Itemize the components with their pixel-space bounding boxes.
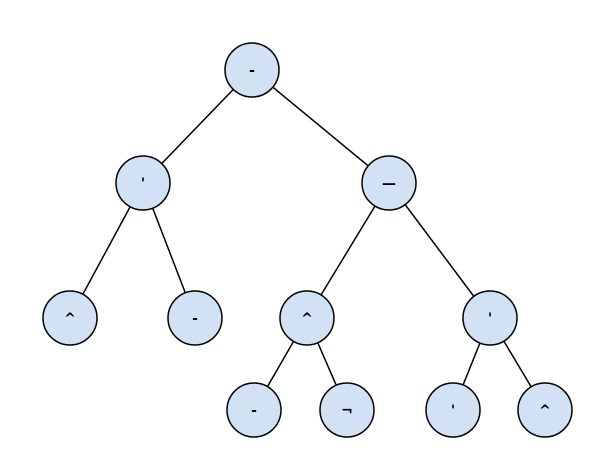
tree-node-rl: ^ xyxy=(279,290,335,346)
node-label: — xyxy=(382,176,396,192)
node-circle xyxy=(517,382,573,438)
tree-node-l: ' xyxy=(115,155,171,211)
node-circle xyxy=(115,155,171,211)
node-circle xyxy=(224,42,280,98)
node-circle xyxy=(226,382,282,438)
node-circle xyxy=(167,290,223,346)
tree-node-rrl: ' xyxy=(425,382,481,438)
tree-node-r: — xyxy=(361,155,417,211)
tree-node-rlr: ¬ xyxy=(319,382,375,438)
node-label: ^ xyxy=(301,311,313,327)
node-label: ' xyxy=(141,176,145,192)
tree-edge-r-rr xyxy=(388,182,491,319)
node-circle xyxy=(319,382,375,438)
tree-node-lr: - xyxy=(167,290,223,346)
node-label: ^ xyxy=(64,311,76,327)
node-label: - xyxy=(251,403,257,419)
tree-edge-root-r xyxy=(251,69,390,184)
node-label: ' xyxy=(451,403,455,419)
node-circle xyxy=(279,290,335,346)
node-label: ¬ xyxy=(341,403,353,419)
edges-layer xyxy=(69,69,546,411)
node-label: ^ xyxy=(539,403,551,419)
tree-node-root: - xyxy=(224,42,280,98)
node-label: - xyxy=(192,311,198,327)
node-label: - xyxy=(249,63,255,79)
nodes-layer: - ' — ^ - ^ ' - ¬ ' ^ xyxy=(42,42,573,438)
node-circle xyxy=(425,382,481,438)
node-circle xyxy=(42,290,98,346)
tree-node-rrr: ^ xyxy=(517,382,573,438)
tree-node-rll: - xyxy=(226,382,282,438)
node-circle xyxy=(361,155,417,211)
node-label: ' xyxy=(488,311,492,327)
tree-node-ll: ^ xyxy=(42,290,98,346)
tree-node-rr: ' xyxy=(462,290,518,346)
node-circle xyxy=(462,290,518,346)
